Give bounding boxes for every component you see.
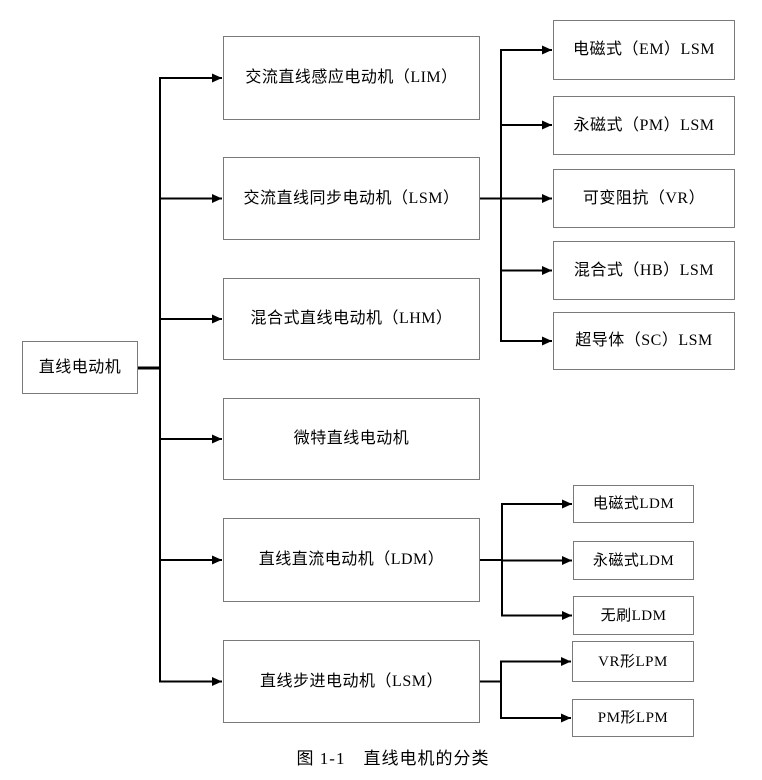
node-sc-lsm: 超导体（SC）LSM — [553, 312, 735, 370]
node-pm-lsm: 永磁式（PM）LSM — [553, 96, 735, 155]
node-root: 直线电动机 — [22, 341, 138, 394]
node-lsm: 交流直线同步电动机（LSM） — [223, 157, 480, 240]
node-stepper: 直线步进电动机（LSM） — [223, 640, 480, 723]
figure-caption: 图 1-1 直线电机的分类 — [296, 749, 490, 768]
node-em-lsm: 电磁式（EM）LSM — [553, 20, 735, 80]
node-brushless-ldm: 无刷LDM — [573, 596, 694, 635]
node-vr: 可变阻抗（VR） — [553, 169, 735, 228]
node-lim: 交流直线感应电动机（LIM） — [223, 36, 480, 120]
node-ldm: 直线直流电动机（LDM） — [223, 518, 480, 602]
node-lhm: 混合式直线电动机（LHM） — [223, 278, 480, 360]
node-em-ldm: 电磁式LDM — [573, 485, 694, 523]
node-hb-lsm: 混合式（HB）LSM — [553, 241, 735, 300]
node-micro: 微特直线电动机 — [223, 398, 480, 480]
node-vr-lpm: VR形LPM — [572, 641, 694, 682]
node-pm-lpm: PM形LPM — [572, 699, 694, 737]
node-pm-ldm: 永磁式LDM — [573, 541, 694, 580]
